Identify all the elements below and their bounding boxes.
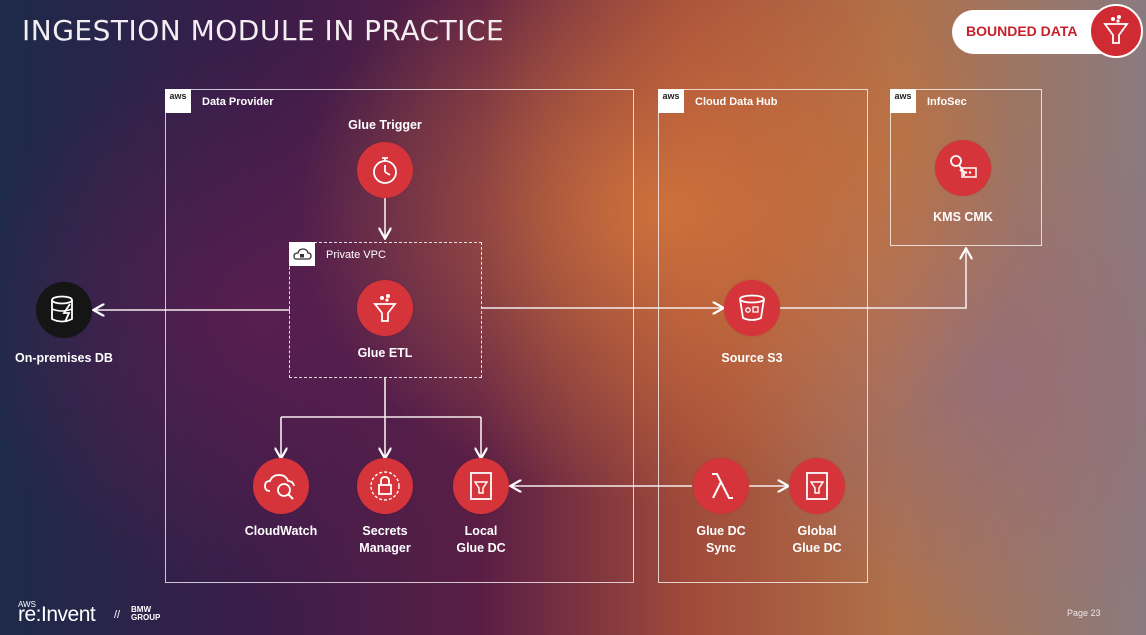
bucket-icon xyxy=(739,294,765,321)
cloudwatch-node[interactable] xyxy=(253,458,309,514)
glue-dc-sync-label: Glue DC Sync xyxy=(681,523,761,557)
page-number: Page 23 xyxy=(1067,608,1101,618)
glue-trigger-node[interactable] xyxy=(357,142,413,198)
data-catalog-icon xyxy=(470,472,492,500)
local-glue-dc-node[interactable] xyxy=(453,458,509,514)
logo-reinvent-text: re:Invent xyxy=(18,603,96,626)
source-s3-node[interactable] xyxy=(724,280,780,336)
secrets-manager-node[interactable] xyxy=(357,458,413,514)
kms-cmk-label: KMS CMK xyxy=(933,210,993,224)
secrets-manager-label: Secrets Manager xyxy=(345,523,425,557)
private-vpc-label: Private VPC xyxy=(326,249,386,261)
lock-icon xyxy=(370,471,400,501)
cloud-search-icon xyxy=(264,474,295,500)
global-glue-dc-label-text: Global Glue DC xyxy=(792,524,842,555)
aws-logo-icon: aws xyxy=(165,89,191,113)
database-icon xyxy=(51,295,73,323)
vpc-cloud-lock-icon xyxy=(289,242,315,266)
stopwatch-icon xyxy=(373,157,397,184)
glue-dc-sync-node[interactable] xyxy=(693,458,749,514)
kms-cmk-node[interactable] xyxy=(935,140,991,196)
aws-logo-icon: aws xyxy=(658,89,684,113)
logo-separator: // xyxy=(114,609,121,621)
logo-bmw-line1: BMW xyxy=(131,605,151,614)
local-glue-dc-label: Local Glue DC xyxy=(441,523,521,557)
data-catalog-icon xyxy=(806,472,828,500)
badge-label: BOUNDED DATA xyxy=(966,23,1078,39)
global-glue-dc-node[interactable] xyxy=(789,458,845,514)
funnel-icon xyxy=(1089,4,1143,58)
infosec-label: InfoSec xyxy=(927,96,967,108)
infosec-group: aws InfoSec xyxy=(890,89,1042,246)
glue-trigger-label: Glue Trigger xyxy=(348,118,422,132)
local-glue-dc-label-text: Local Glue DC xyxy=(456,524,506,555)
onprem-db-node[interactable] xyxy=(36,282,92,338)
glue-dc-sync-label-text: Glue DC Sync xyxy=(696,524,746,555)
cloud-data-hub-group: aws Cloud Data Hub xyxy=(658,89,868,583)
source-s3-label: Source S3 xyxy=(721,351,783,365)
secrets-manager-label-text: Secrets Manager xyxy=(359,524,411,555)
global-glue-dc-label: Global Glue DC xyxy=(777,523,857,557)
data-provider-group: aws Data Provider xyxy=(165,89,634,583)
funnel-icon xyxy=(373,294,397,322)
cloudwatch-label: CloudWatch xyxy=(244,524,318,538)
lambda-icon xyxy=(712,473,733,499)
glue-etl-node[interactable] xyxy=(357,280,413,336)
slide-title: INGESTION MODULE IN PRACTICE xyxy=(22,14,505,47)
logo-bmw-text: BMW GROUP xyxy=(131,606,160,622)
data-provider-label: Data Provider xyxy=(202,96,274,108)
private-vpc-group: Private VPC xyxy=(289,242,482,378)
logo-bmw-line2: GROUP xyxy=(131,613,161,622)
glue-etl-label: Glue ETL xyxy=(357,346,413,360)
cloud-data-hub-label: Cloud Data Hub xyxy=(695,96,778,108)
aws-logo-icon: aws xyxy=(890,89,916,113)
logo-aws-text: AWS xyxy=(18,600,36,609)
onprem-db-label: On-premises DB xyxy=(15,351,113,365)
key-icon xyxy=(950,155,977,178)
